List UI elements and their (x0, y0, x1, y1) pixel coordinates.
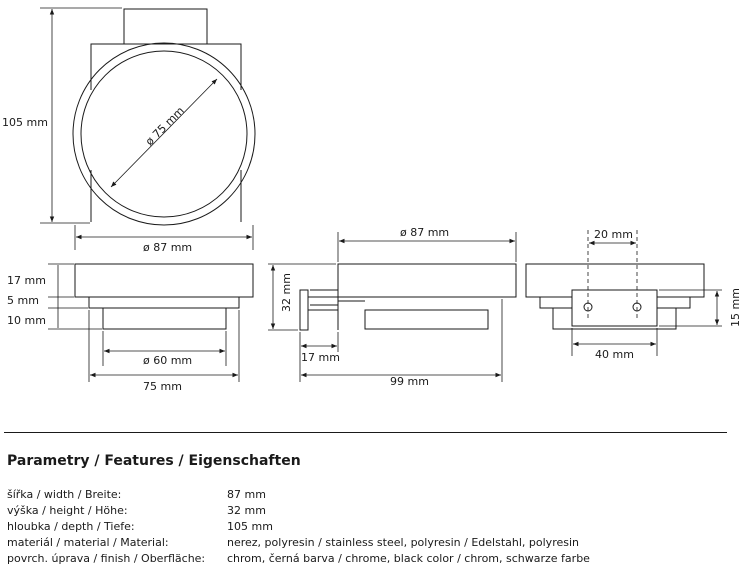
dish-middle (88, 296, 240, 309)
param-label: povrch. úprava / finish / Oberfläche: (7, 552, 206, 565)
param-value: chrom, černá barva / chrome, black color… (227, 552, 590, 565)
hole-spacing-label: 20 mm (594, 228, 633, 241)
top-view: ø 75 mm 105 mm ø 87 mm (2, 7, 256, 254)
side-wall-plate (299, 289, 309, 331)
dish-outer-circle (72, 42, 256, 226)
param-label: šířka / width / Breite: (7, 488, 122, 501)
dish-base (102, 307, 227, 330)
side-top-diameter-label: ø 87 mm (400, 226, 449, 239)
param-row-finish: povrch. úprava / finish / Oberfläche: ch… (7, 551, 727, 567)
side-dish-base (364, 309, 489, 330)
param-label: hloubka / depth / Tiefe: (7, 520, 135, 533)
holder-arm-outline (90, 43, 242, 90)
param-value: 87 mm (227, 488, 266, 501)
param-value: 32 mm (227, 504, 266, 517)
bracket-height-label: 15 mm (729, 288, 742, 327)
bracket-width-label: 40 mm (595, 348, 634, 361)
param-label: výška / height / Höhe: (7, 504, 128, 517)
param-row-height: výška / height / Höhe: 32 mm (7, 503, 727, 519)
front-height-top-label: 17 mm (7, 274, 46, 287)
params-heading: Parametry / Features / Eigenschaften (7, 453, 301, 469)
front-height-bottom-label: 10 mm (7, 314, 46, 327)
side-arm-edge (310, 289, 338, 306)
holder-arm-lower (90, 170, 242, 222)
param-value: 105 mm (227, 520, 273, 533)
inner-diameter-label: ø 75 mm (143, 104, 187, 148)
technical-drawing: ø 75 mm 105 mm ø 87 mm 17 mm 5 mm 10 mm … (2, 7, 742, 393)
width-label: ø 87 mm (143, 241, 192, 254)
side-arm (308, 296, 339, 311)
height-label: 105 mm (2, 116, 48, 129)
front-view: 17 mm 5 mm 10 mm ø 60 mm 75 mm (7, 263, 254, 393)
param-row-depth: hloubka / depth / Tiefe: 105 mm (7, 519, 727, 535)
back-bracket (571, 289, 658, 327)
front-height-mid-label: 5 mm (7, 294, 39, 307)
side-dish-rim (337, 263, 517, 298)
front-bottom-diameter-label: ø 60 mm (143, 354, 192, 367)
section-divider (4, 432, 727, 433)
param-label: materiál / material / Material: (7, 536, 169, 549)
param-value: nerez, polyresin / stainless steel, poly… (227, 536, 579, 549)
side-holder-depth-label: 17 mm (301, 351, 340, 364)
param-row-width: šířka / width / Breite: 87 mm (7, 487, 727, 503)
param-row-material: materiál / material / Material: nerez, p… (7, 535, 727, 551)
side-total-depth-label: 99 mm (390, 375, 429, 388)
dish-inner-circle (80, 50, 248, 218)
wall-mount-plate (123, 8, 208, 45)
dish-rim (74, 263, 254, 298)
side-view: ø 87 mm 32 mm 17 mm 99 mm (268, 226, 517, 388)
back-view: 20 mm 15 mm 40 mm (525, 228, 742, 361)
params-table: šířka / width / Breite: 87 mm výška / he… (7, 487, 727, 567)
front-base-width-label: 75 mm (143, 380, 182, 393)
side-height-label: 32 mm (280, 273, 293, 312)
inner-diameter-line (110, 78, 218, 188)
